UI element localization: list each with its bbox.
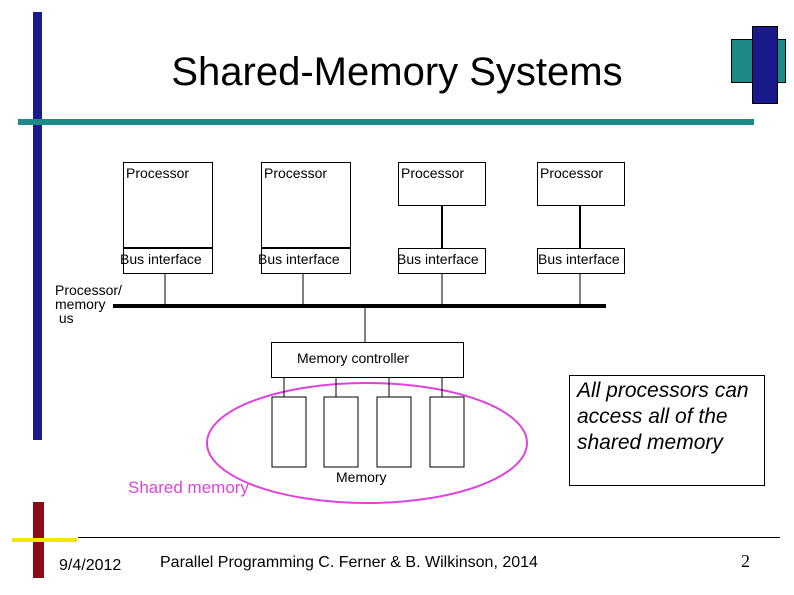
note-box: All processors can access all of the sha… [569,375,765,486]
bus-interface-label: Bus interface [258,251,340,267]
processor-label: Processor [264,165,328,181]
bus-label: Processor/ memory us [55,282,122,326]
bus-interface-label: Bus interface [397,251,479,267]
footer-date: 9/4/2012 [59,557,122,574]
note-text: All processors can access all of the sha… [577,379,749,454]
memory-module-3 [376,396,412,468]
footer-credit: Parallel Programming C. Ferner & B. Wilk… [160,554,538,571]
processor-box-3: Processor [398,162,486,206]
bus-interface-box-1: Bus interface [120,248,213,274]
memory-controller-label: Memory controller [297,350,410,366]
processor-label: Processor [401,165,465,181]
memory-module-4 [429,396,465,468]
footer-yellow-line [12,538,77,542]
bus-interface-box-4: Bus interface [537,248,625,274]
page-title: Shared-Memory Systems [171,50,623,94]
bus-interface-box-3: Bus interface [397,248,486,274]
processor-label: Processor [126,165,190,181]
page-number: 2 [741,551,750,571]
shared-memory-label: Shared memory [128,478,249,497]
left-vertical-bar [33,12,42,440]
bus-interface-label: Bus interface [538,251,620,267]
memory-module-2 [323,396,359,468]
memory-label: Memory [336,469,387,485]
bus-interface-box-2: Bus interface [258,248,351,274]
memory-controller-box: Memory controller [271,342,464,378]
shared-memory-ellipse [206,382,528,504]
processor-label: Processor [540,165,604,181]
title-underline [18,119,754,125]
processor-box-4: Processor [537,162,625,206]
bus-interface-label: Bus interface [120,251,202,267]
footer-line [78,537,780,538]
processor-box-2: Processor [261,162,351,248]
processor-box-1: Processor [123,162,213,248]
corner-navy-bar [752,26,778,104]
memory-module-1 [271,396,307,468]
